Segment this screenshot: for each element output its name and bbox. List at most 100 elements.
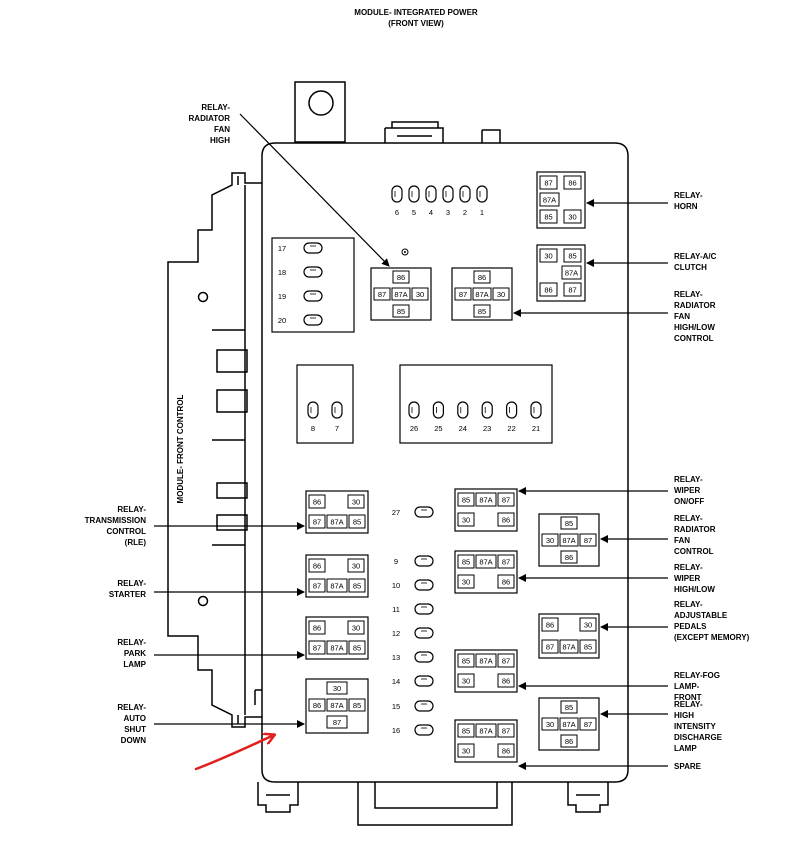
pin-p85: 85 (584, 643, 592, 652)
label-radiator-fan-control-line: CONTROL (674, 547, 714, 556)
pin-p87: 87 (502, 496, 510, 505)
label-spare: SPARE (674, 762, 702, 771)
fuse-26[interactable]: 26 (408, 401, 420, 433)
fuse-21[interactable]: 21 (530, 401, 542, 433)
label-park-lamp-line: PARK (124, 649, 146, 658)
pin-p86: 86 (397, 273, 405, 282)
pin-p85: 85 (565, 519, 573, 528)
fuse-27[interactable]: 27 (392, 506, 434, 518)
pin-p87: 87 (546, 643, 554, 652)
label-horn-line: RELAY- (674, 191, 703, 200)
pin-p85: 85 (478, 307, 486, 316)
fuse-17[interactable]: 17 (278, 242, 323, 254)
pin-p87: 87 (378, 290, 386, 299)
pin-p85: 85 (353, 644, 361, 653)
fuse-9[interactable]: 9 (394, 555, 434, 567)
pin-p87a: 87A (562, 720, 575, 729)
pin-p30: 30 (546, 536, 554, 545)
pin-p87a: 87A (562, 536, 575, 545)
fuse-16[interactable]: 16 (392, 724, 434, 736)
fuse-3[interactable]: 3 (442, 185, 454, 217)
pin-p86: 86 (313, 701, 321, 710)
fuse-number: 16 (392, 726, 400, 735)
fuse-13[interactable]: 13 (392, 651, 434, 663)
fuse-number: 2 (463, 208, 467, 217)
fuse-number: 6 (395, 208, 399, 217)
fuse-22[interactable]: 22 (506, 401, 518, 433)
pin-p87: 87 (313, 582, 321, 591)
pin-p86: 86 (568, 179, 576, 188)
pin-p87a: 87A (479, 496, 492, 505)
screw-center-icon (404, 251, 406, 253)
pin-p86: 86 (565, 737, 573, 746)
fuse-18[interactable]: 18 (278, 266, 323, 278)
fuse-25[interactable]: 25 (432, 401, 444, 433)
fuse-10[interactable]: 10 (392, 579, 434, 591)
label-radiator-fan-high-line: HIGH (210, 136, 230, 145)
fuse-8[interactable]: 8 (307, 401, 319, 433)
fuse-5[interactable]: 5 (408, 185, 420, 217)
fuse-15[interactable]: 15 (392, 700, 434, 712)
pin-p30: 30 (462, 516, 470, 525)
pin-p87a: 87A (330, 701, 343, 710)
label-radiator-fan-control-line: RADIATOR (674, 525, 716, 534)
fuse-12[interactable]: 12 (392, 627, 434, 639)
fuse-20[interactable]: 20 (278, 314, 323, 326)
fuse-7[interactable]: 7 (331, 401, 343, 433)
fuse-4[interactable]: 4 (425, 185, 437, 217)
label-auto-shut-down-line: RELAY- (117, 703, 146, 712)
fuse-19[interactable]: 19 (278, 290, 323, 302)
fuse-2[interactable]: 2 (459, 185, 471, 217)
fuse-number: 11 (392, 605, 400, 614)
label-adjustable-pedals-line: ADJUSTABLE (674, 611, 728, 620)
pin-p85: 85 (544, 213, 552, 222)
pin-p85: 85 (462, 558, 470, 567)
labels-layer: RELAY-RADIATORFANHIGHRELAY-TRANSMISSIONC… (85, 103, 750, 771)
label-hid-lamp-line: INTENSITY (674, 722, 716, 731)
label-transmission-control-line: CONTROL (106, 527, 146, 536)
pin-p86: 86 (478, 273, 486, 282)
label-fog-lamp-front-line: LAMP- (674, 682, 700, 691)
pin-p30: 30 (544, 252, 552, 261)
pin-p86: 86 (313, 562, 321, 571)
fuse-1[interactable]: 1 (476, 185, 488, 217)
fuse-23[interactable]: 23 (481, 401, 493, 433)
diagram-subtitle: (FRONT VIEW) (388, 19, 444, 28)
label-radiator-fan-high-low-control-line: HIGH/LOW (674, 323, 715, 332)
leader-lines-layer (154, 113, 668, 770)
label-horn: RELAY-HORN (674, 191, 703, 211)
fuse-24[interactable]: 24 (457, 401, 469, 433)
fuse-number: 13 (392, 653, 400, 662)
fuse-14[interactable]: 14 (392, 675, 434, 687)
pin-p87a: 87A (565, 269, 578, 278)
label-auto-shut-down-line: SHUT (124, 725, 146, 734)
fuse-block-left (271, 237, 355, 333)
pin-p86: 86 (502, 516, 510, 525)
label-wiper-high-low-line: WIPER (674, 574, 700, 583)
fuse-number: 27 (392, 508, 400, 517)
pin-p85: 85 (565, 703, 573, 712)
fuse-number: 17 (278, 244, 286, 253)
pin-p86: 86 (502, 747, 510, 756)
fuse-11[interactable]: 11 (392, 603, 434, 615)
fuse-number: 7 (335, 424, 339, 433)
fuse-6[interactable]: 6 (391, 185, 403, 217)
label-park-lamp-line: LAMP (123, 660, 146, 669)
